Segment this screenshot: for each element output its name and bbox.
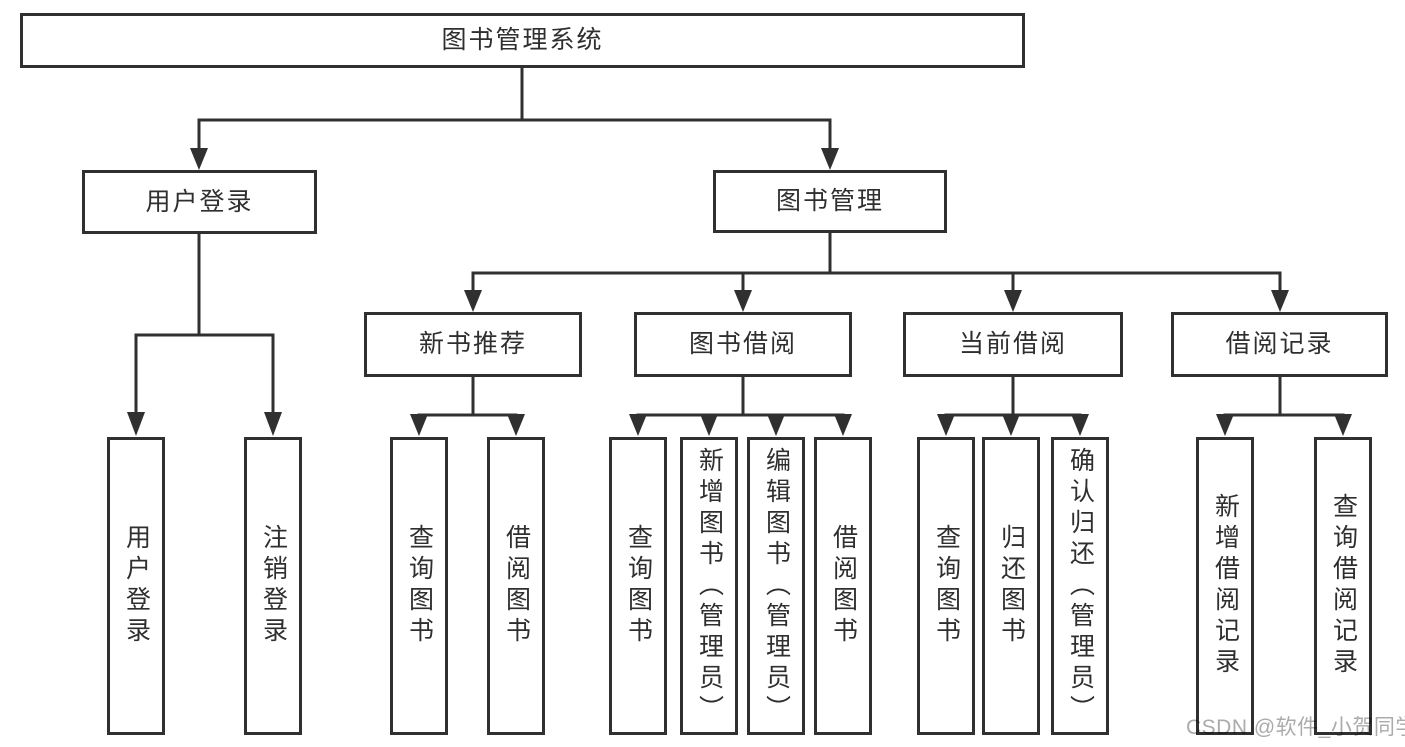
leaf-confirm-return-admin: 确认归还（管理员） (1051, 437, 1109, 735)
leaf-user-login-label: 用户登录 (122, 524, 151, 648)
connector-newbook-to-leaves (410, 375, 525, 436)
node-book-borrowing-label: 图书借阅 (688, 330, 797, 358)
leaf-borrow-books-2: 借阅图书 (814, 437, 872, 735)
leaf-query-books-1: 查询图书 (390, 437, 448, 735)
node-new-book-recommend-label: 新书推荐 (418, 330, 527, 358)
node-book-management-label: 图书管理 (775, 187, 884, 215)
leaf-return-books-label: 归还图书 (997, 524, 1026, 648)
node-root: 图书管理系统 (20, 13, 1025, 68)
leaf-query-books-3: 查询图书 (917, 437, 975, 735)
node-borrowing-records: 借阅记录 (1171, 312, 1388, 377)
leaf-borrow-books-2-label: 借阅图书 (829, 524, 858, 648)
connector-root-to-level2 (190, 68, 839, 170)
node-user-login-label: 用户登录 (145, 187, 254, 216)
leaf-user-login: 用户登录 (107, 437, 165, 735)
node-current-borrowing-label: 当前借阅 (958, 330, 1067, 358)
node-borrowing-records-label: 借阅记录 (1225, 330, 1334, 358)
leaf-logout-label: 注销登录 (259, 524, 288, 648)
connector-userlogin-to-leaves (127, 232, 282, 436)
leaf-borrow-books-1: 借阅图书 (487, 437, 545, 735)
leaf-query-books-2-label: 查询图书 (624, 524, 653, 648)
connector-bookmgmt-to-level3 (464, 231, 1289, 312)
leaf-add-book-admin: 新增图书（管理员） (680, 437, 738, 735)
node-current-borrowing: 当前借阅 (903, 312, 1123, 377)
leaf-query-borrow-record-label: 查询借阅记录 (1329, 493, 1358, 679)
node-new-book-recommend: 新书推荐 (364, 312, 582, 377)
csdn-watermark: CSDN @软件_小贺同学 (1186, 716, 1405, 739)
leaf-query-borrow-record: 查询借阅记录 (1314, 437, 1372, 735)
leaf-return-books: 归还图书 (982, 437, 1040, 735)
leaf-confirm-return-admin-label: 确认归还（管理员） (1066, 446, 1095, 726)
leaf-logout: 注销登录 (244, 437, 302, 735)
leaf-add-book-admin-label: 新增图书（管理员） (695, 446, 724, 726)
leaf-borrow-books-1-label: 借阅图书 (502, 524, 531, 648)
leaf-add-borrow-record-label: 新增借阅记录 (1211, 493, 1240, 679)
node-user-login: 用户登录 (82, 170, 317, 234)
node-book-borrowing: 图书借阅 (634, 312, 852, 377)
leaf-query-books-1-label: 查询图书 (405, 524, 434, 648)
leaf-query-books-2: 查询图书 (609, 437, 667, 735)
connector-current-to-leaves (937, 375, 1089, 436)
leaf-add-borrow-record: 新增借阅记录 (1196, 437, 1254, 735)
node-root-label: 图书管理系统 (441, 26, 604, 54)
connector-borrowing-to-leaves (629, 375, 852, 436)
leaf-edit-book-admin-label: 编辑图书（管理员） (762, 446, 791, 726)
leaf-query-books-3-label: 查询图书 (932, 524, 961, 648)
leaf-edit-book-admin: 编辑图书（管理员） (747, 437, 805, 735)
connector-records-to-leaves (1216, 375, 1352, 436)
node-book-management: 图书管理 (713, 170, 947, 233)
